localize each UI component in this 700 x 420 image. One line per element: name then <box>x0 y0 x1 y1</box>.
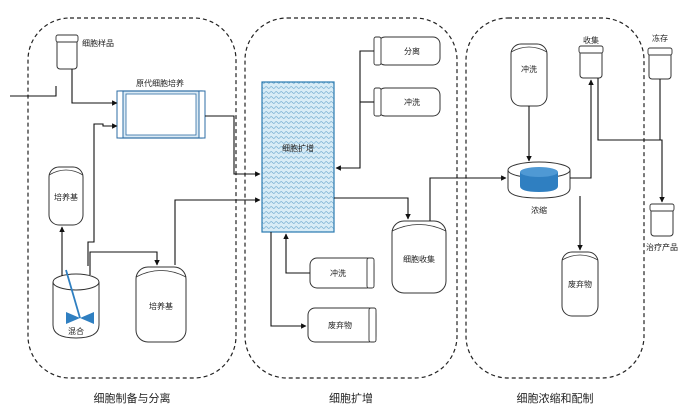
medium-tank-small <box>48 166 84 226</box>
medium-tank-large <box>135 266 187 343</box>
arrow-separation-to-bioreactor <box>335 50 374 171</box>
mix-label: 混合 <box>68 326 84 336</box>
waste-tank-right <box>561 251 599 317</box>
cell-collect-label: 细胞收集 <box>403 254 435 264</box>
wash-bottom-label: 冲洗 <box>330 268 346 278</box>
section-concentrate-label: 细胞浓缩和配制 <box>517 392 594 405</box>
medium-large-label: 培养基 <box>149 301 173 311</box>
arrow-collect-to-concentrator <box>429 175 507 221</box>
concentrator-unit <box>507 161 571 199</box>
cell-collect-tank <box>391 220 447 294</box>
wash-tank-bottom <box>309 257 375 289</box>
section-concentrate-box <box>465 17 645 379</box>
primary-culture-label: 原代细胞培养 <box>136 78 184 88</box>
wash-right-label: 冲洗 <box>521 64 537 74</box>
section-expand-label: 细胞扩增 <box>329 391 373 405</box>
collect-vial <box>578 45 604 79</box>
mixer-vessel <box>52 269 100 339</box>
arrow-collect-to-product <box>597 78 665 203</box>
arrow-culture-to-bioreactor <box>205 115 261 177</box>
medium-small-label: 培养基 <box>54 192 78 202</box>
wash-tank-right <box>510 43 548 107</box>
expansion-label: 细胞扩增 <box>282 143 314 153</box>
product-vial <box>649 203 675 237</box>
arrow-sample-to-culture <box>71 69 118 106</box>
freeze-vial <box>647 47 673 80</box>
freeze-label: 冻存 <box>652 33 668 43</box>
arrow-feed-in <box>10 86 57 97</box>
primary-culture-unit <box>116 90 206 139</box>
wash-top-label: 冲洗 <box>404 97 420 107</box>
arrow-concentrator-to-collect <box>570 79 594 179</box>
cell-sample-label: 细胞样品 <box>82 38 114 48</box>
arrow-mixer-to-culture <box>87 123 118 266</box>
cell-sample-vial <box>55 34 79 70</box>
waste-right-label: 废弃物 <box>568 279 592 289</box>
arrow-wash-bottom-to-bioreactor <box>283 233 310 274</box>
waste-tank-bottom <box>307 307 377 343</box>
product-label: 治疗产品 <box>646 242 678 252</box>
section-expand-box <box>244 17 458 379</box>
arrow-bioreactor-to-waste <box>270 232 307 329</box>
collect-label: 收集 <box>583 35 599 45</box>
separation-tank <box>373 36 441 66</box>
arrow-mixer-to-large-medium <box>89 251 160 275</box>
arrow-bioreactor-to-collect <box>334 197 411 220</box>
separation-label: 分离 <box>404 46 420 56</box>
arrow-large-medium-to-bioreactor <box>174 197 261 265</box>
section-prep-label: 细胞制备与分离 <box>94 391 171 405</box>
expansion-bioreactor <box>261 81 335 233</box>
waste-bottom-label: 废弃物 <box>328 320 352 330</box>
concentrate-label: 浓缩 <box>531 205 547 215</box>
wash-tank-top <box>373 87 441 117</box>
